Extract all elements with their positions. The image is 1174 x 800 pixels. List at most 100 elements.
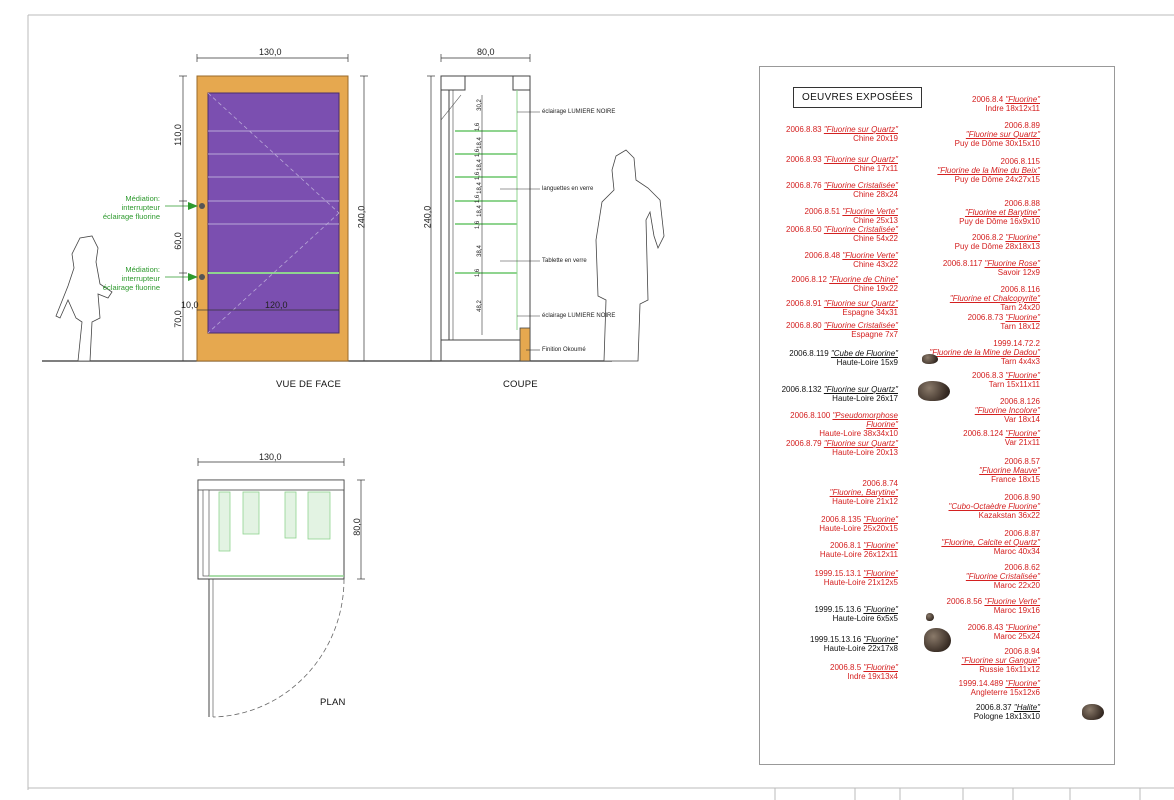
exhibit-item: 2006.8.89"Fluorine sur Quartz"Puy de Dôm… bbox=[955, 121, 1040, 148]
front-mid-dim: 60,0 bbox=[172, 232, 183, 250]
exhibit-item: 2006.8.1 "Fluorine"Haute-Loire 26x12x11 bbox=[820, 541, 898, 559]
exhibit-id: 2006.8.51 bbox=[804, 207, 841, 216]
exhibit-item: 2006.8.37 "Halite"Pologne 18x13x10 bbox=[974, 703, 1040, 721]
exhibit-name: "Fluorine Verte" bbox=[842, 251, 898, 260]
exhibit-item: 2006.8.73 "Fluorine"Tarn 18x12 bbox=[968, 313, 1040, 331]
exhibit-name: "Fluorine sur Gangue" bbox=[961, 656, 1040, 665]
exhibit-name: "Fluorine Cristalisée" bbox=[965, 572, 1040, 581]
exhibit-name: "Fluorine sur Quartz" bbox=[823, 299, 898, 308]
exhibit-origin: Tarn 18x12 bbox=[1000, 322, 1040, 331]
exhibit-origin: Haute-Loire 26x12x11 bbox=[819, 550, 898, 559]
exhibit-id: 2006.8.88 bbox=[1004, 199, 1040, 208]
exhibit-item: 2006.8.4 "Fluorine"Indre 18x12x11 bbox=[972, 95, 1040, 113]
exhibit-name: "Fluorine de Chine" bbox=[829, 275, 898, 284]
door-swing-arc bbox=[212, 578, 345, 718]
front-view bbox=[165, 54, 368, 362]
exhibit-name: "Fluorine sur Quartz" bbox=[965, 130, 1040, 139]
exhibit-item: 1999.15.13.6 "Fluorine"Haute-Loire 6x5x5 bbox=[814, 605, 898, 623]
plan-width-dim: 130,0 bbox=[259, 452, 282, 462]
exhibit-origin: Haute-Loire 22x17x8 bbox=[823, 644, 898, 653]
exhibit-id: 2006.8.124 bbox=[963, 429, 1004, 438]
exhibit-id: 2006.8.93 bbox=[786, 155, 822, 164]
exhibit-origin: Tarn 24x20 bbox=[1000, 303, 1040, 312]
exhibit-item: 2006.8.115"Fluorine de la Mine du Beix"P… bbox=[937, 157, 1040, 184]
exhibit-item: 2006.8.83 "Fluorine sur Quartz"Chine 20x… bbox=[786, 125, 898, 143]
exhibit-name: "Fluorine Rose" bbox=[984, 259, 1040, 268]
exhibit-item: 1999.15.13.16 "Fluorine"Haute-Loire 22x1… bbox=[810, 635, 898, 653]
exhibit-item: 2006.8.90"Cubo-Octaèdre Fluorine"Kazakst… bbox=[949, 493, 1041, 520]
front-offset-dim: 10,0 bbox=[181, 300, 199, 310]
exhibit-origin: Maroc 22x20 bbox=[993, 581, 1040, 590]
exhibit-origin: Haute-Loire 6x5x5 bbox=[832, 614, 898, 623]
exhibit-id: 2006.8.80 bbox=[786, 321, 822, 330]
exhibit-item: 2006.8.116"Fluorine et Chalcopyrite"Tarn… bbox=[950, 285, 1040, 312]
exhibit-id: 2006.8.73 bbox=[967, 313, 1004, 322]
exhibit-name: "Fluorine et Chalcopyrite" bbox=[949, 294, 1040, 303]
exhibit-name: "Fluorine Verte" bbox=[984, 597, 1040, 606]
exhibit-name: "Fluorine, Calcite et Quartz" bbox=[941, 538, 1040, 547]
exhibit-origin: France 18x15 bbox=[991, 475, 1040, 484]
exhibit-name: "Fluorine" bbox=[863, 541, 898, 550]
exhibit-id: 2006.8.50 bbox=[786, 225, 822, 234]
exhibit-id: 2006.8.43 bbox=[967, 623, 1004, 632]
exhibit-id: 2006.8.100 bbox=[790, 411, 831, 420]
exhibit-origin: Tarn 4x4x3 bbox=[1000, 357, 1040, 366]
exhibit-name: "Fluorine" bbox=[1005, 371, 1040, 380]
exhibit-id: 2006.8.4 bbox=[972, 95, 1004, 104]
exhibit-origin: Var 18x14 bbox=[1004, 415, 1040, 424]
exhibit-id: 2006.8.116 bbox=[1000, 285, 1040, 294]
specimen-photo-4 bbox=[924, 628, 951, 652]
section-width-dim: 80,0 bbox=[477, 47, 495, 57]
exhibit-id: 1999.14.489 bbox=[958, 679, 1004, 688]
exhibit-origin: Chine 17x11 bbox=[853, 164, 898, 173]
exhibit-origin: Savoir 12x9 bbox=[997, 268, 1040, 277]
spacing-label: 18,4 bbox=[476, 159, 483, 171]
exhibit-name: "Fluorine" bbox=[863, 635, 898, 644]
section-view-caption: COUPE bbox=[503, 379, 538, 390]
exhibit-id: 2006.8.2 bbox=[972, 233, 1004, 242]
spacing-label: 18,4 bbox=[476, 182, 483, 194]
exhibit-item: 2006.8.126"Fluorine Incolore"Var 18x14 bbox=[975, 397, 1040, 424]
exhibit-item: 2006.8.2 "Fluorine"Puy de Dôme 28x18x13 bbox=[955, 233, 1040, 251]
exhibit-item: 2006.8.100 "Pseudomorphose Fluorine"Haut… bbox=[760, 411, 898, 438]
specimen-photo-1 bbox=[922, 354, 938, 364]
exhibit-item: 2006.8.3 "Fluorine"Tarn 15x11x11 bbox=[972, 371, 1040, 389]
exhibit-item: 2006.8.119 "Cube de Fluorine"Haute-Loire… bbox=[789, 349, 898, 367]
plan-view bbox=[197, 458, 365, 718]
specimen-photo-2 bbox=[918, 381, 950, 401]
exhibit-origin: Puy de Dôme 16x9x10 bbox=[959, 217, 1040, 226]
specimen-photo-3 bbox=[926, 613, 934, 621]
exhibit-item: 2006.8.76 "Fluorine Cristalisée"Chine 28… bbox=[786, 181, 898, 199]
exhibit-name: "Fluorine" bbox=[1005, 95, 1040, 104]
exhibit-origin: Chine 20x19 bbox=[853, 134, 898, 143]
exhibit-name: "Fluorine Verte" bbox=[842, 207, 898, 216]
exhibit-origin: Indre 19x13x4 bbox=[847, 672, 898, 681]
exhibit-name: "Halite" bbox=[1013, 703, 1040, 712]
display-window bbox=[207, 92, 340, 334]
front-upper-dim: 110,0 bbox=[172, 124, 183, 146]
exhibit-origin: Haute-Loire 26x17 bbox=[832, 394, 898, 403]
exhibit-id: 2006.8.115 bbox=[1000, 157, 1040, 166]
exhibit-name: "Fluorine de la Mine de Dadou" bbox=[929, 348, 1040, 357]
exhibit-origin: Haute-Loire 21x12 bbox=[832, 497, 898, 506]
exhibit-item: 2006.8.87"Fluorine, Calcite et Quartz"Ma… bbox=[941, 529, 1040, 556]
exhibit-origin: Chine 43x22 bbox=[853, 260, 898, 269]
exhibit-name: "Fluorine" bbox=[863, 605, 898, 614]
exhibit-name: "Fluorine de la Mine du Beix" bbox=[937, 166, 1040, 175]
exhibit-name: "Fluorine Mauve" bbox=[979, 466, 1040, 475]
specimen-photo-5 bbox=[1082, 704, 1104, 720]
exhibit-origin: Russie 16x11x12 bbox=[979, 665, 1040, 674]
spacing-label: 1,6 bbox=[475, 122, 482, 132]
exhibit-origin: Puy de Dôme 24x27x15 bbox=[954, 175, 1040, 184]
front-width-dim: 130,0 bbox=[259, 47, 282, 57]
exhibit-id: 2006.8.74 bbox=[862, 479, 898, 488]
exhibit-id: 2006.8.79 bbox=[786, 439, 822, 448]
section-view bbox=[427, 54, 540, 362]
front-lower-dim: 70,0 bbox=[172, 310, 183, 328]
exhibit-name: "Fluorine" bbox=[863, 515, 898, 524]
exhibit-origin: Espagne 34x31 bbox=[842, 308, 898, 317]
spacing-label: 1,6 bbox=[475, 148, 482, 158]
exhibit-id: 2006.8.1 bbox=[830, 541, 862, 550]
